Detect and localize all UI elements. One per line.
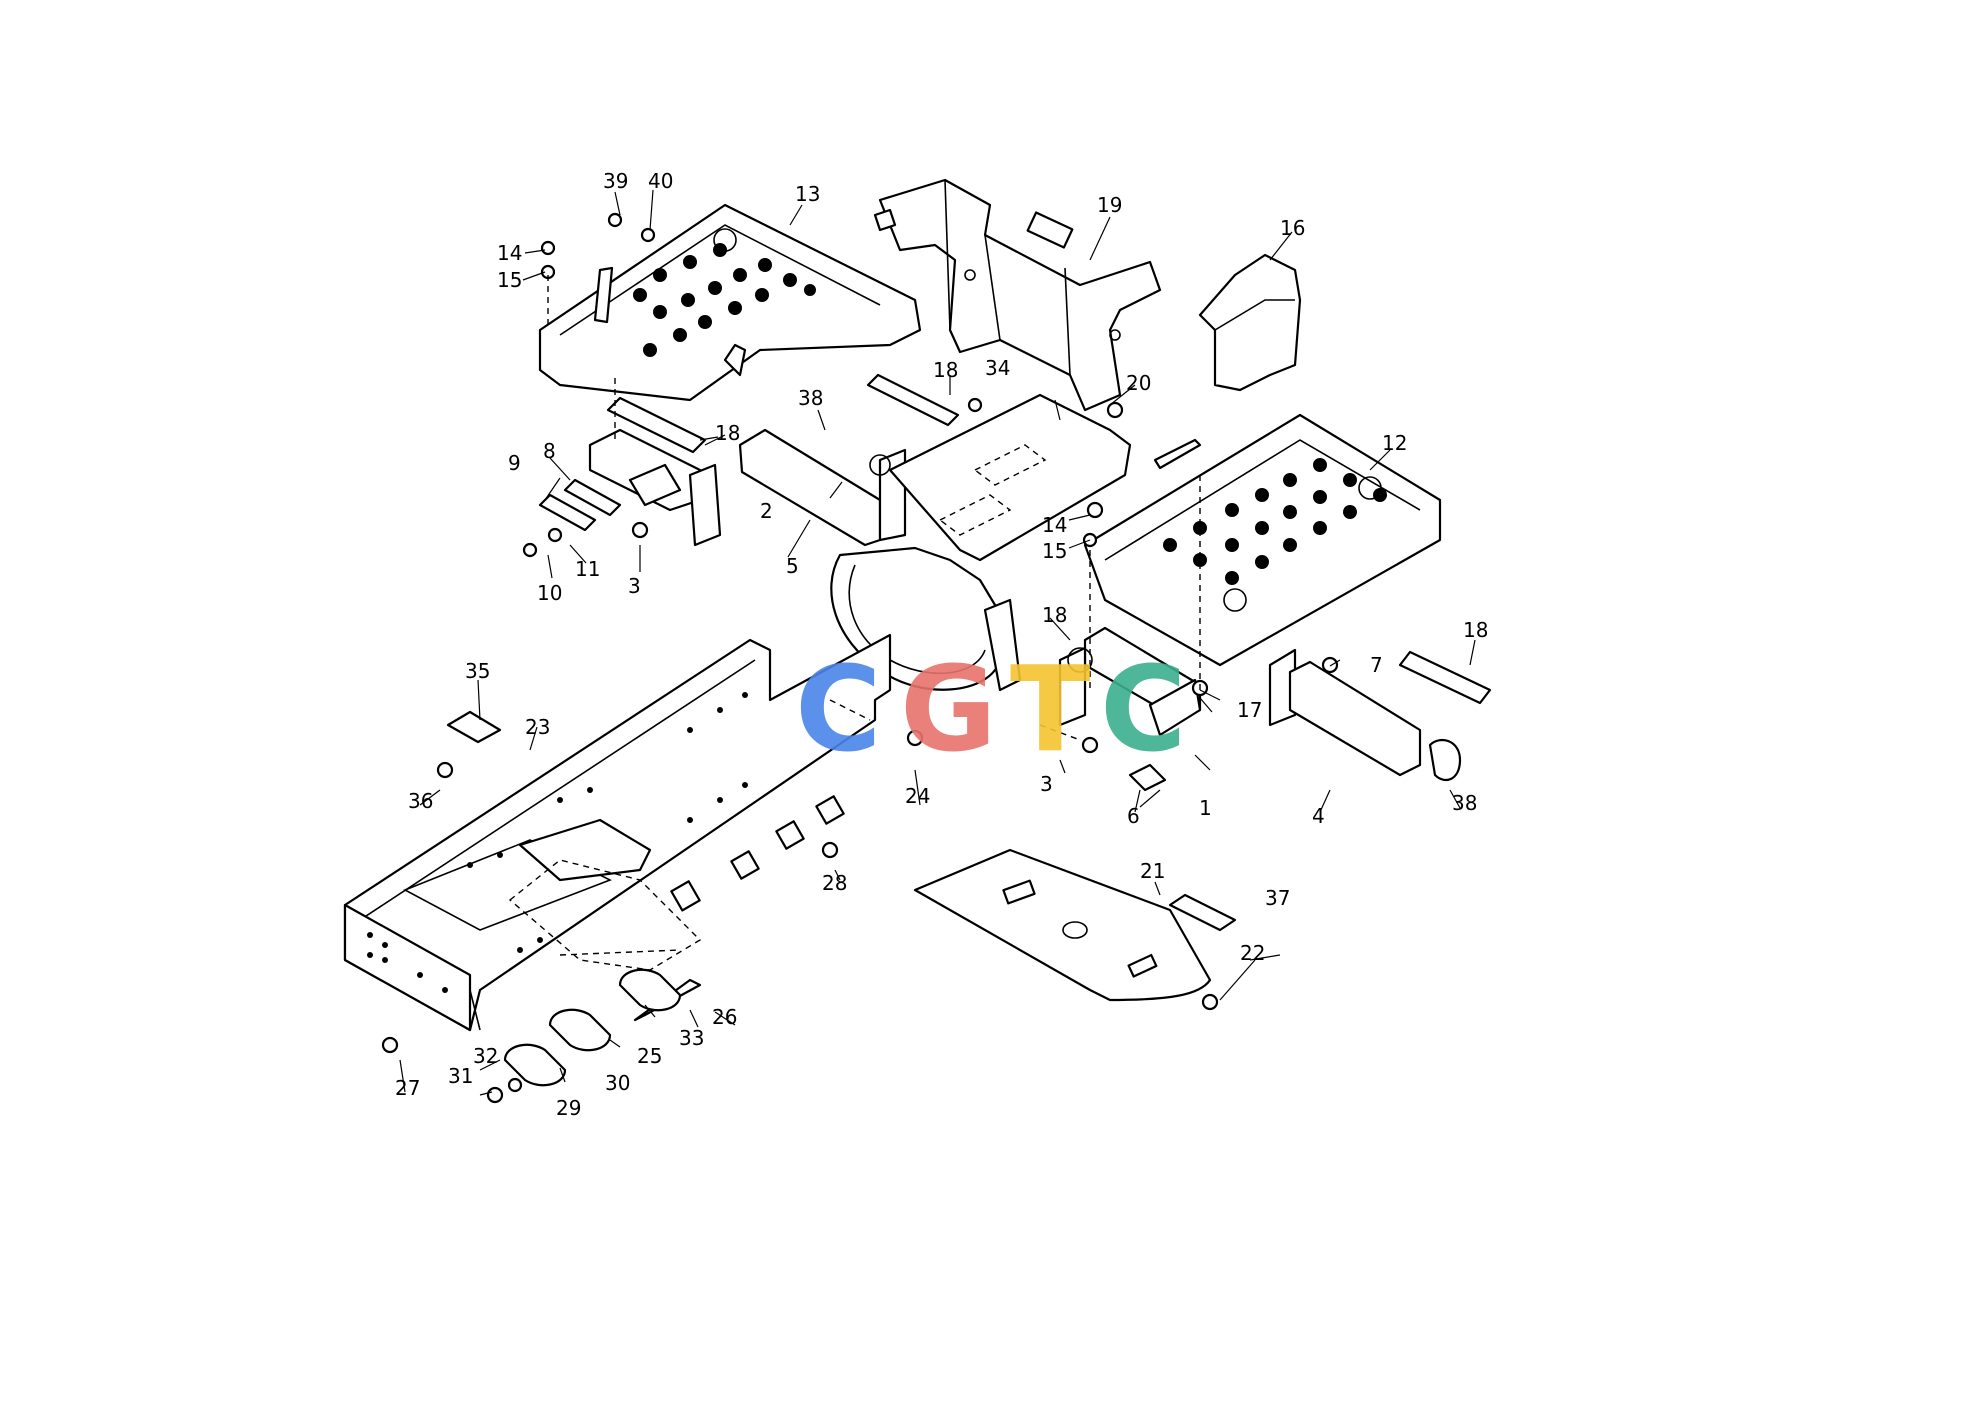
callout-11: 11: [575, 557, 600, 581]
assembly-lines: [547, 275, 1201, 956]
callout-10: 10: [537, 581, 562, 605]
watermark-letter-1: C: [795, 640, 882, 778]
callout-14-upper: 14: [497, 241, 522, 265]
callout-25: 25: [637, 1044, 662, 1068]
callout-34: 34: [985, 356, 1010, 380]
callout-4: 4: [1312, 804, 1325, 828]
callout-21: 21: [1140, 859, 1165, 883]
callout-22: 22: [1240, 941, 1265, 965]
lower-right-bracket: [1058, 626, 1202, 737]
callout-6: 6: [1127, 804, 1140, 828]
callout-36: 36: [408, 789, 433, 813]
callout-17: 17: [1237, 698, 1262, 722]
callout-18-right: 18: [1463, 618, 1488, 642]
callout-29: 29: [556, 1096, 581, 1120]
callout-31: 31: [448, 1064, 473, 1088]
callout-26: 26: [712, 1005, 737, 1029]
step-plate-left: [538, 203, 922, 402]
callout-32: 32: [473, 1044, 498, 1068]
callout-18-lower: 18: [1042, 603, 1067, 627]
callout-24: 24: [905, 784, 930, 808]
watermark-letter-4: C: [1100, 640, 1187, 778]
callout-35: 35: [465, 659, 490, 683]
callout-30: 30: [605, 1071, 630, 1095]
watermark-letter-2: G: [900, 640, 997, 778]
lower-plate: [913, 848, 1212, 1002]
cover: [1198, 253, 1302, 392]
callout-39: 39: [603, 169, 628, 193]
callout-7: 7: [1370, 653, 1383, 677]
callout-3-upper: 3: [628, 574, 641, 598]
callout-40: 40: [648, 169, 673, 193]
callout-33: 33: [679, 1026, 704, 1050]
callout-3-lower: 3: [1040, 772, 1053, 796]
plate-18-center: [866, 373, 960, 427]
callout-16: 16: [1280, 216, 1305, 240]
callout-9: 9: [508, 451, 521, 475]
callout-13: 13: [795, 182, 820, 206]
upper-bracket: [873, 178, 1162, 412]
right-tube: [1268, 648, 1462, 782]
callout-28: 28: [822, 871, 847, 895]
callout-14-lower: 14: [1042, 513, 1067, 537]
watermark: C G T C: [795, 640, 1187, 778]
callout-15-lower: 15: [1042, 539, 1067, 563]
callout-38-lower: 38: [1452, 791, 1477, 815]
step-plate-right: [1083, 413, 1442, 667]
callout-2: 2: [760, 499, 773, 523]
watermark-letter-3: T: [1010, 640, 1091, 778]
callout-23: 23: [525, 715, 550, 739]
callout-19: 19: [1097, 193, 1122, 217]
callout-8: 8: [543, 439, 556, 463]
plate-18-upper: [606, 396, 707, 454]
callout-38-upper: 38: [798, 386, 823, 410]
callout-labels: 1 2 3 3 4 5 6 7 8 9 10 11 12 13 14 14 15…: [395, 169, 1488, 1120]
callout-20: 20: [1126, 371, 1151, 395]
main-frame: [343, 633, 892, 1032]
leader-lines: [399, 189, 1476, 1096]
callout-18-upper: 18: [715, 421, 740, 445]
callout-12: 12: [1382, 431, 1407, 455]
callout-5: 5: [786, 554, 799, 578]
plate-8: [563, 478, 622, 517]
callout-15-upper: 15: [497, 268, 522, 292]
callout-27: 27: [395, 1076, 420, 1100]
bracket-left: [588, 428, 722, 547]
callout-1: 1: [1199, 796, 1212, 820]
callout-18-center: 18: [933, 358, 958, 382]
pad-37: [1168, 893, 1237, 932]
callout-37: 37: [1265, 886, 1290, 910]
plate-18-right: [1398, 650, 1492, 705]
hardware: [381, 212, 1339, 1104]
